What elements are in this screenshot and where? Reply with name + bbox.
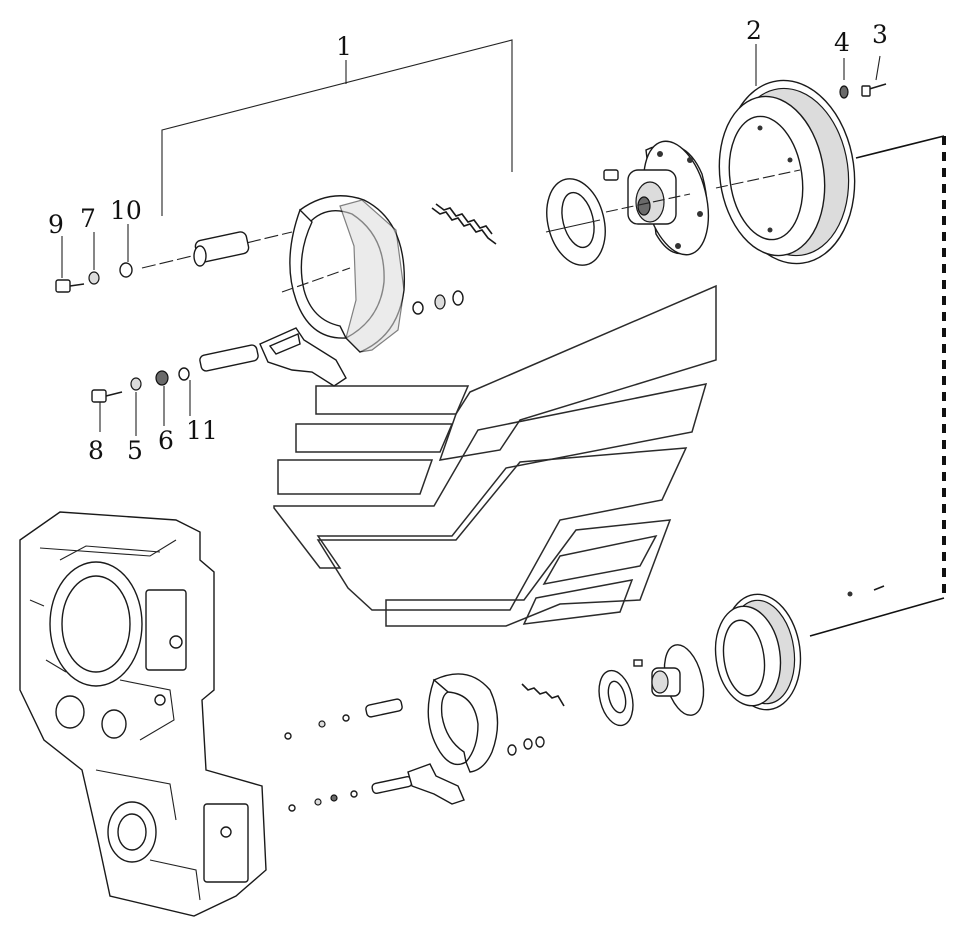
lower-fasteners — [91, 367, 190, 403]
callout-10: 10 — [110, 196, 142, 225]
transmission-housing — [19, 511, 267, 917]
upper-assembly — [55, 79, 887, 403]
brake-shoe — [281, 195, 406, 353]
callout-6: 6 — [158, 426, 174, 455]
washer-part-7 — [88, 271, 100, 285]
lever-pin — [199, 344, 259, 372]
adjusting-lever — [259, 327, 347, 387]
ring-part-10 — [119, 262, 133, 278]
callout-4: 4 — [834, 28, 850, 57]
bolt-part-3 — [861, 83, 887, 97]
callout-3: 3 — [872, 20, 888, 49]
callout-9: 9 — [48, 210, 64, 239]
anchor-pin — [193, 231, 250, 267]
callout-8: 8 — [88, 436, 104, 465]
return-spring — [431, 203, 497, 245]
callout-2: 2 — [746, 16, 762, 45]
wheel-hub — [603, 140, 710, 256]
callout-5: 5 — [127, 436, 143, 465]
callout-7: 7 — [80, 204, 96, 233]
dust-shield — [545, 178, 606, 266]
assembly-connector — [809, 135, 946, 637]
screw-part-9 — [55, 279, 85, 293]
logo-watermark — [273, 284, 717, 627]
shoe-washers — [412, 290, 464, 315]
leader-lines — [61, 39, 881, 436]
callout-1: 1 — [336, 32, 352, 61]
washer-part-4 — [839, 85, 849, 99]
callout-11: 11 — [186, 416, 218, 445]
lower-assembly — [284, 585, 885, 812]
brake-drum-part-2 — [715, 79, 856, 265]
